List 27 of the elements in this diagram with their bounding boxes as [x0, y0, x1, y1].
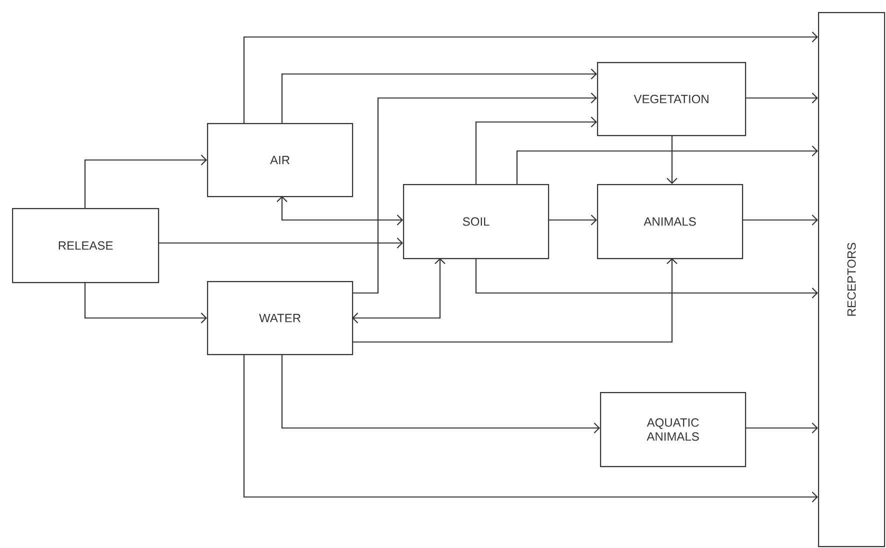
arrow — [281, 68, 597, 123]
arrow — [475, 116, 597, 184]
process-box: AIR — [207, 123, 354, 198]
arrow — [742, 214, 818, 226]
arrow — [352, 258, 446, 324]
process-box: SOIL — [403, 184, 550, 260]
arrow — [745, 92, 818, 104]
process-box: ANIMALS — [597, 184, 744, 260]
arrow — [84, 282, 207, 324]
arrow — [475, 258, 818, 298]
arrow — [281, 354, 600, 434]
process-box: AQUATIC ANIMALS — [600, 392, 746, 468]
arrow — [745, 422, 818, 434]
receptors-bar: RECEPTORS — [818, 12, 886, 548]
process-box: RELEASE — [12, 208, 160, 284]
arrow — [352, 258, 678, 343]
arrow — [243, 354, 818, 502]
process-box: VEGETATION — [597, 62, 746, 136]
process-box: WATER — [207, 281, 354, 356]
arrow — [516, 146, 818, 184]
arrow — [158, 238, 403, 248]
arrow — [243, 32, 818, 123]
arrow — [666, 135, 678, 184]
arrow — [352, 92, 597, 294]
arrow — [548, 214, 597, 226]
arrow — [276, 196, 403, 226]
arrow — [84, 154, 207, 208]
